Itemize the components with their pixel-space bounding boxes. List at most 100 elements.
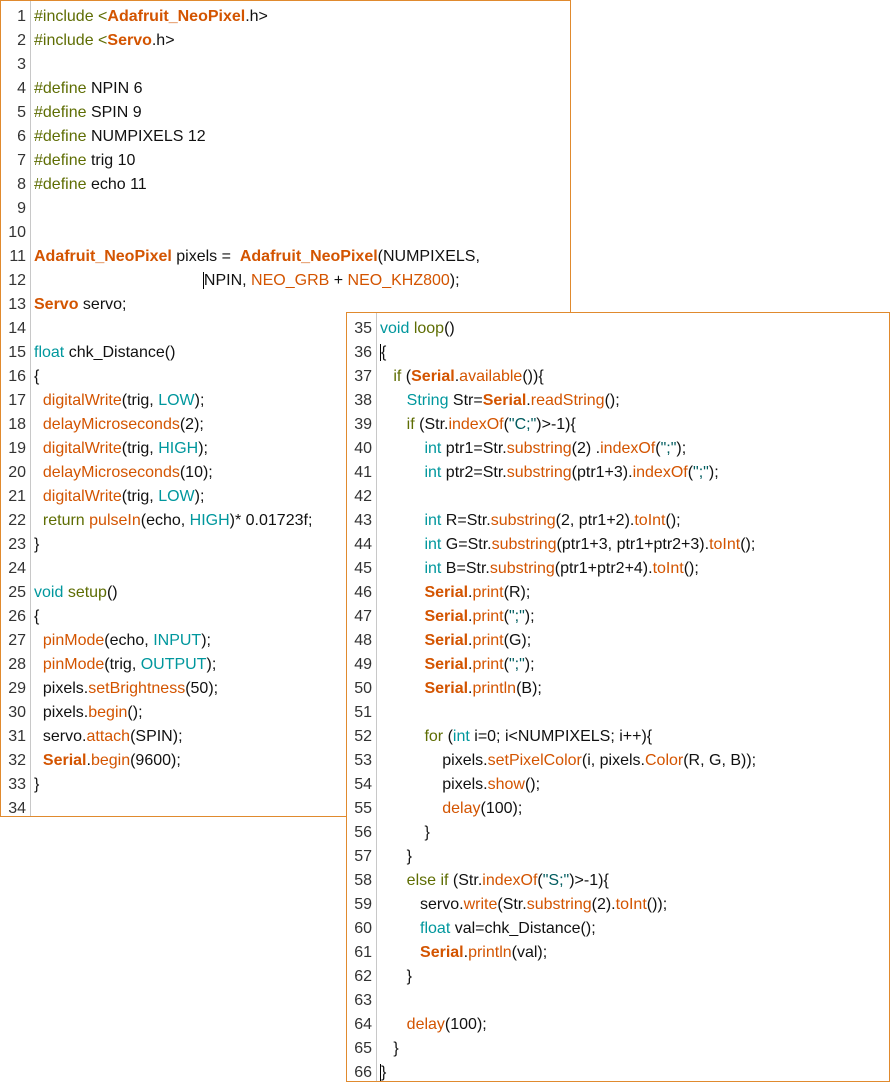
code-token: indexOf [632,464,688,481]
code-line[interactable]: 7#define trig 10 [1,149,570,173]
code-token: trig 10 [86,152,136,169]
code-token: echo 11 [86,176,147,193]
code-line[interactable]: 49 Serial.print(";"); [347,653,889,677]
code-line[interactable]: 54 pixels.show(); [347,773,889,797]
code-token: . [454,368,460,385]
line-number: 20 [8,464,26,481]
code-line[interactable]: 32 Serial.begin(9600); [1,749,570,773]
code-token: (9600); [130,752,181,769]
code-line[interactable]: 29 pixels.setBrightness(50); [1,677,570,701]
code-line[interactable]: 12 NPIN, NEO_GRB + NEO_KHZ800); [1,269,570,293]
code-token: print [472,608,504,625]
line-number: 6 [17,128,26,145]
code-line[interactable]: 27 pinMode(echo, INPUT); [1,629,570,653]
code-line[interactable]: 55 delay(100); [347,797,889,821]
code-line[interactable]: 62 } [347,965,889,989]
line-number: 60 [354,920,372,937]
code-line[interactable]: 63 [347,989,889,1013]
code-token: NEO_GRB [251,272,330,289]
code-line[interactable]: 39 if (Str.indexOf("C;")>-1){ [347,413,889,437]
code-token: Serial [424,584,469,601]
code-token: ); [206,656,217,673]
code-line[interactable]: 40 int ptr1=Str.substring(2) .indexOf(";… [347,437,889,461]
line-number-gutter [347,313,377,1081]
code-line[interactable]: 57 } [347,845,889,869]
code-line[interactable]: 60 float val=chk_Distance(); [347,917,889,941]
code-line[interactable]: 28 pinMode(trig, OUTPUT); [1,653,570,677]
line-number: 9 [17,200,26,217]
code-line[interactable]: 24 [1,557,570,581]
code-line[interactable]: 61 Serial.println(val); [347,941,889,965]
code-line[interactable]: 48 Serial.print(G); [347,629,889,653]
code-line[interactable]: 23} [1,533,570,557]
code-token: return [42,512,85,529]
code-line[interactable]: 6#define NUMPIXELS 12 [1,125,570,149]
code-line[interactable]: 36{ [347,341,889,365]
code-text: NPIN, NEO_GRB + NEO_KHZ800); [34,269,460,293]
code-line[interactable]: 30 pixels.begin(); [1,701,570,725]
code-text: pixels.setPixelColor(i, pixels.Color(R, … [380,749,756,773]
code-token: (trig, [104,656,141,673]
code-line[interactable]: 64 delay(100); [347,1013,889,1037]
code-line[interactable]: 41 int ptr2=Str.substring(ptr1+3).indexO… [347,461,889,485]
code-line[interactable]: 21 digitalWrite(trig, LOW); [1,485,570,509]
code-line[interactable]: 47 Serial.print(";"); [347,605,889,629]
code-line[interactable]: 14 [1,317,570,341]
code-line[interactable]: 43 int R=Str.substring(2, ptr1+2).toInt(… [347,509,889,533]
code-line[interactable]: 51 [347,701,889,725]
code-line[interactable]: 42 [347,485,889,509]
code-line[interactable]: 38 String Str=Serial.readString(); [347,389,889,413]
code-text: } [34,773,39,797]
code-token [380,536,424,553]
line-number: 13 [8,296,26,313]
code-line[interactable]: 31 servo.attach(SPIN); [1,725,570,749]
code-line[interactable]: 44 int G=Str.substring(ptr1+3, ptr1+ptr2… [347,533,889,557]
code-line[interactable]: 65 } [347,1037,889,1061]
code-token: (50); [185,680,219,697]
code-line[interactable]: 56 } [347,821,889,845]
line-number: 48 [354,632,372,649]
line-number: 44 [354,536,372,553]
code-line[interactable]: 10 [1,221,570,245]
code-line[interactable]: 8#define echo 11 [1,173,570,197]
code-line[interactable]: 19 digitalWrite(trig, HIGH); [1,437,570,461]
code-token: println [472,680,517,697]
code-line[interactable]: 18 delayMicroseconds(2); [1,413,570,437]
code-line[interactable]: 4#define NPIN 6 [1,77,570,101]
code-line[interactable]: 50 Serial.println(B); [347,677,889,701]
code-line[interactable]: 5#define SPIN 9 [1,101,570,125]
code-line[interactable]: 3 [1,53,570,77]
line-number: 38 [354,392,372,409]
code-line[interactable]: 33} [1,773,570,797]
code-line[interactable]: 1#include <Adafruit_NeoPixel.h> [1,5,570,29]
code-line[interactable]: 37 if (Serial.available()){ [347,365,889,389]
code-line[interactable]: 26{ [1,605,570,629]
code-line[interactable]: 17 digitalWrite(trig, LOW); [1,389,570,413]
code-line[interactable]: 66} [347,1061,889,1081]
code-line[interactable]: 52 for (int i=0; i<NUMPIXELS; i++){ [347,725,889,749]
code-line[interactable]: 9 [1,197,570,221]
code-line[interactable]: 34 [1,797,570,816]
code-token: ( [503,608,509,625]
code-line[interactable]: 45 int B=Str.substring(ptr1+ptr2+4).toIn… [347,557,889,581]
code-text: void loop() [380,317,455,341]
code-line[interactable]: 53 pixels.setPixelColor(i, pixels.Color(… [347,749,889,773]
code-line[interactable]: 59 servo.write(Str.substring(2).toInt())… [347,893,889,917]
code-token: int [424,560,442,577]
code-text: for (int i=0; i<NUMPIXELS; i++){ [380,725,652,749]
code-line[interactable]: 2#include <Servo.h> [1,29,570,53]
code-line[interactable]: 20 delayMicroseconds(10); [1,461,570,485]
code-token: float [34,344,65,361]
code-line[interactable]: 22 return pulseIn(echo, HIGH)* 0.01723f; [1,509,570,533]
code-line[interactable]: 46 Serial.print(R); [347,581,889,605]
code-line[interactable]: 58 else if (Str.indexOf("S;")>-1){ [347,869,889,893]
line-number: 64 [354,1016,372,1033]
code-line[interactable]: 16{ [1,365,570,389]
code-token: B=Str. [441,560,490,577]
